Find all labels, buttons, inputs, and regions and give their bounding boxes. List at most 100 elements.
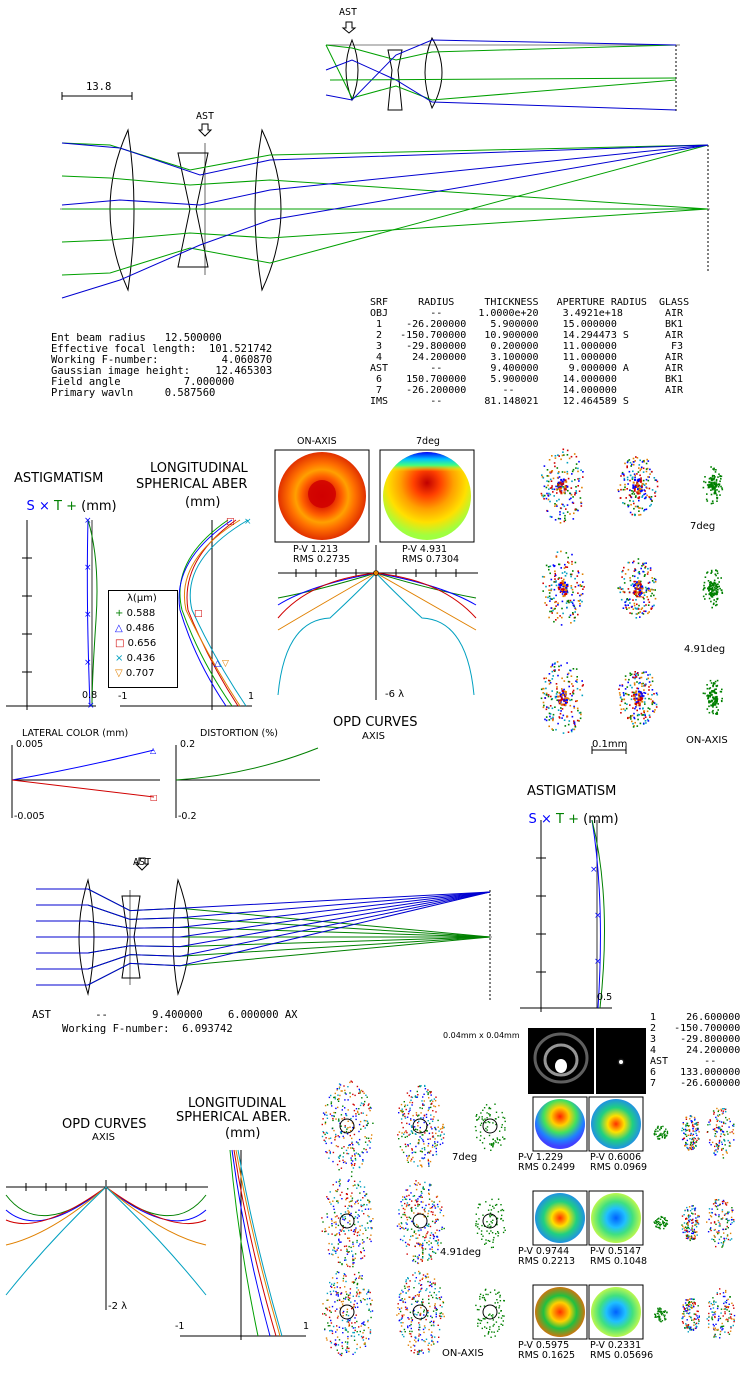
spot-point <box>628 494 631 496</box>
spot-point <box>725 1204 728 1206</box>
spot-point <box>428 1285 431 1287</box>
spot-point <box>422 1236 424 1238</box>
spot-point <box>693 1298 695 1300</box>
spot-point <box>580 469 582 471</box>
spot-point <box>561 471 564 473</box>
spot-point <box>432 1100 434 1103</box>
spot-point <box>663 1311 666 1313</box>
spot-point <box>575 490 577 492</box>
spot-point <box>558 665 560 668</box>
spot-point <box>629 489 631 492</box>
spot-point <box>369 1141 372 1143</box>
spot-point <box>330 1293 332 1296</box>
spot-point <box>548 673 551 675</box>
spot-point <box>424 1239 426 1242</box>
spot-point <box>419 1130 421 1132</box>
spot-point <box>350 1159 353 1161</box>
spot-point <box>489 1216 491 1218</box>
spot-point <box>708 1121 710 1123</box>
spot-point <box>434 1214 436 1216</box>
spot-point <box>661 1320 664 1322</box>
spot-point <box>713 1221 716 1223</box>
spot-point <box>634 721 636 724</box>
spot-point <box>482 1119 485 1121</box>
spot-point <box>642 570 644 573</box>
spot-point <box>406 1309 409 1311</box>
spot-point <box>695 1220 698 1222</box>
spot-point <box>433 1235 435 1238</box>
spot-point <box>333 1247 336 1250</box>
spot-point <box>719 1337 721 1339</box>
spot-point <box>434 1252 437 1254</box>
spot-point <box>562 581 565 584</box>
spot-point <box>326 1216 329 1218</box>
spot-point <box>551 488 554 490</box>
spot-point <box>366 1222 369 1224</box>
spot-point <box>354 1154 356 1157</box>
spot-point <box>567 556 569 559</box>
spot-point <box>643 701 646 703</box>
spot-point <box>574 616 576 619</box>
spot-point <box>344 1273 346 1276</box>
spot-point <box>630 715 632 717</box>
spot-point <box>664 1137 666 1139</box>
spot-point <box>723 1240 726 1242</box>
spot-point <box>489 1326 491 1328</box>
radius-row: AST -- <box>650 1056 717 1067</box>
spot-point <box>411 1149 413 1151</box>
spot-point <box>688 1216 690 1219</box>
spot-point <box>415 1114 418 1116</box>
spot-point <box>543 692 546 695</box>
spot-point <box>658 1316 660 1318</box>
spot-point <box>697 1127 699 1130</box>
spot-point <box>360 1335 363 1338</box>
spot-point <box>635 599 637 601</box>
airy-ring <box>339 1213 355 1229</box>
spot-point <box>355 1211 357 1213</box>
spot-point <box>553 666 556 668</box>
spot-point <box>370 1234 372 1236</box>
spot-point <box>428 1184 431 1186</box>
spot-point <box>346 1250 348 1252</box>
spot-point <box>648 581 651 584</box>
ray <box>36 936 491 970</box>
spot-point <box>427 1142 430 1145</box>
spot-point <box>418 1114 420 1116</box>
spot-point <box>710 485 713 488</box>
spot-point <box>434 1138 436 1140</box>
spot-point <box>333 1282 336 1285</box>
spot-point <box>661 1312 663 1315</box>
spot-point <box>551 664 554 667</box>
spot-point <box>354 1163 356 1165</box>
spot-point <box>572 570 574 572</box>
spot-point <box>706 684 708 686</box>
spot-point <box>556 492 558 494</box>
spot-point <box>417 1203 419 1205</box>
spot-point <box>354 1306 357 1309</box>
spot-point <box>357 1183 359 1186</box>
spot-point <box>685 1226 687 1229</box>
spot-point <box>710 1222 712 1224</box>
spot-point <box>696 1221 699 1224</box>
spot-point <box>396 1225 399 1227</box>
spot-point <box>645 496 647 498</box>
spot-point <box>647 612 649 615</box>
spot-point <box>406 1229 409 1231</box>
spot-point <box>555 584 558 587</box>
spot-point <box>626 693 629 696</box>
spot-point <box>339 1307 341 1309</box>
spot-point <box>414 1313 416 1315</box>
spot-point <box>713 467 715 470</box>
spot-point <box>712 1297 714 1299</box>
spot-point <box>492 1246 494 1248</box>
spot-point <box>639 611 641 613</box>
spot-point <box>729 1296 731 1298</box>
spot-point <box>692 1237 695 1240</box>
spot-point <box>417 1182 420 1184</box>
spot-point <box>569 614 572 617</box>
spot-point <box>405 1227 407 1229</box>
spot-point <box>421 1100 423 1102</box>
spot-point <box>347 1298 350 1300</box>
spot-point <box>335 1181 338 1183</box>
spot-point <box>406 1307 408 1309</box>
